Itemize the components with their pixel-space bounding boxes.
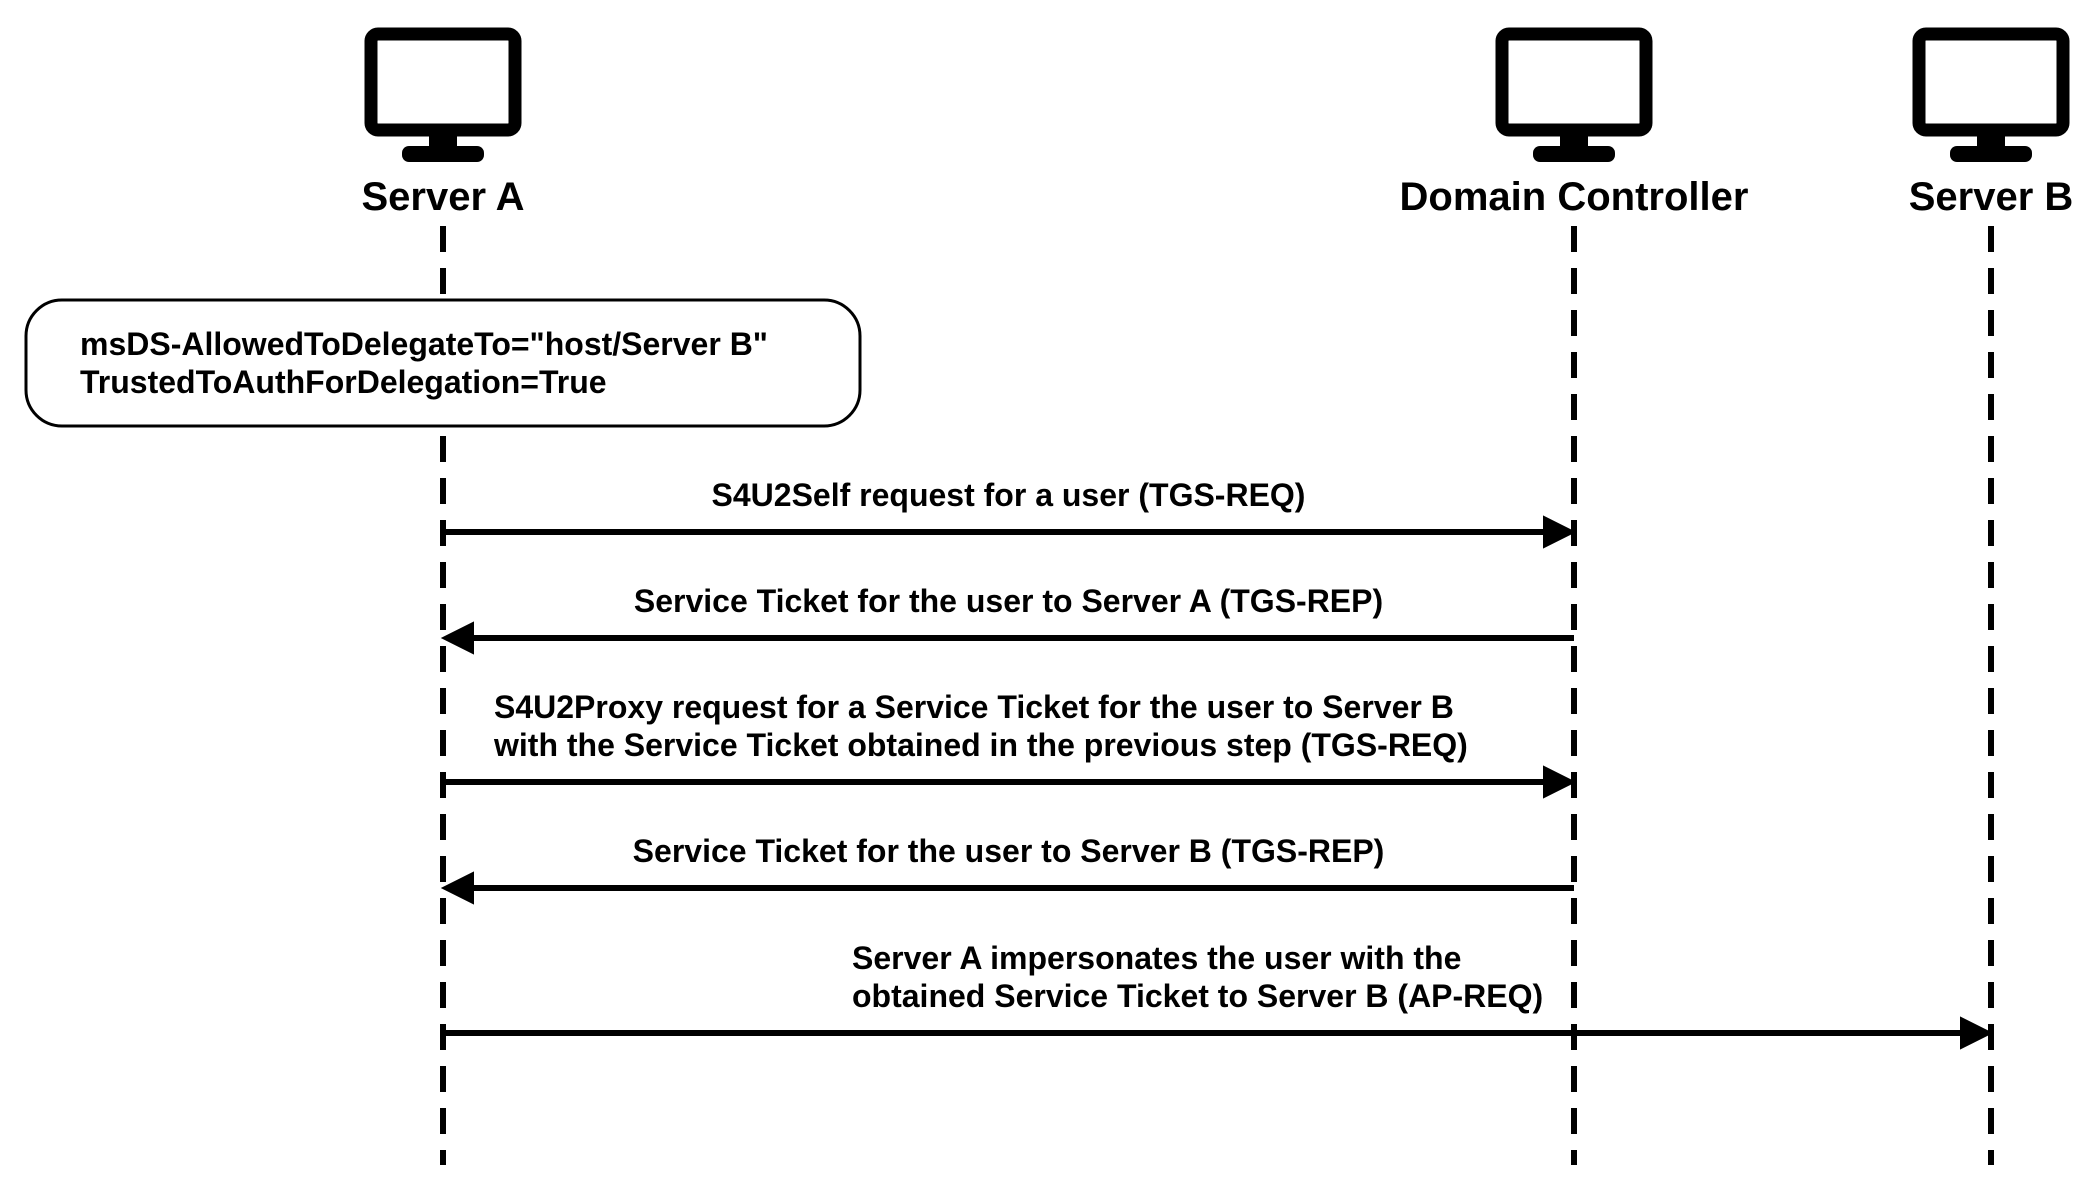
arrowhead-icon [1543,515,1577,549]
message-4: Service Ticket for the user to Server B … [440,833,1574,905]
note-line: msDS-AllowedToDelegateTo="host/Server B" [80,326,768,362]
actor-label-server-b: Server B [1909,175,2074,219]
actor-server-b: Server B [1909,27,2074,219]
message-3: S4U2Proxy request for a Service Ticket f… [443,689,1577,799]
actor-domain-controller: Domain Controller [1400,27,1749,219]
monitor-icon [364,27,522,162]
message-label: S4U2Self request for a user (TGS-REQ) [712,477,1306,513]
actor-label-domain-controller: Domain Controller [1400,175,1749,219]
monitor-icon [1495,27,1653,162]
note-line: TrustedToAuthForDelegation=True [80,364,607,400]
message-label: Service Ticket for the user to Server B … [633,833,1385,869]
arrowhead-icon [440,871,474,905]
monitor-icon [1912,27,2070,162]
message-label: Service Ticket for the user to Server A … [634,583,1383,619]
message-1: S4U2Self request for a user (TGS-REQ) [443,477,1577,549]
delegation-note: msDS-AllowedToDelegateTo="host/Server B"… [24,298,862,428]
message-label: Server A impersonates the user with the [852,940,1461,976]
arrowhead-icon [1543,765,1577,799]
message-2: Service Ticket for the user to Server A … [440,583,1574,655]
message-label: S4U2Proxy request for a Service Ticket f… [494,689,1454,725]
actor-label-server-a: Server A [361,175,524,219]
message-label: obtained Service Ticket to Server B (AP-… [852,978,1543,1014]
arrowhead-icon [440,621,474,655]
message-5: Server A impersonates the user with theo… [443,940,1994,1050]
arrowhead-icon [1960,1016,1994,1050]
actor-server-a: Server A [361,27,525,219]
message-label: with the Service Ticket obtained in the … [493,727,1468,763]
